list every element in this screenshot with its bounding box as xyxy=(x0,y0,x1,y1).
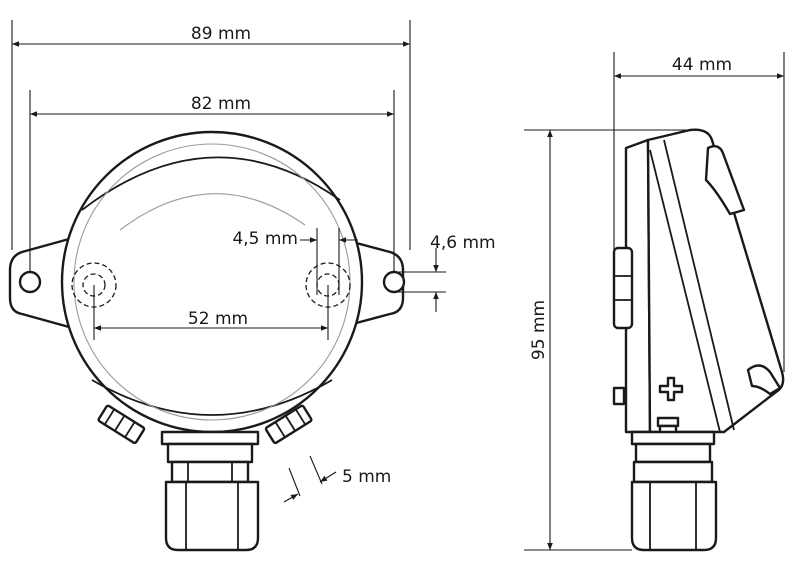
dimension-5mm-label: 5 mm xyxy=(342,467,391,487)
dimension-4-5mm: 4,5 mm xyxy=(232,228,358,295)
dimension-44mm-label: 44 mm xyxy=(672,55,732,75)
dimension-4-6mm: 4,6 mm xyxy=(394,233,496,312)
hose-nozzle-left xyxy=(97,404,146,445)
dimension-95mm-label: 95 mm xyxy=(529,300,549,360)
cable-gland-front xyxy=(160,430,260,552)
back-clip xyxy=(612,246,634,330)
mounting-slot-right xyxy=(382,270,406,294)
cable-gland-side xyxy=(630,430,718,552)
housing-cover-side xyxy=(646,128,785,434)
dimension-82mm: 82 mm xyxy=(29,90,395,272)
dimension-44mm: 44 mm xyxy=(613,52,785,372)
dimension-52mm: 52 mm xyxy=(93,285,329,340)
dimension-89mm: 89 mm xyxy=(11,20,411,250)
dimension-4-6mm-label: 4,6 mm xyxy=(430,233,496,253)
dimension-52mm-label: 52 mm xyxy=(188,309,248,329)
mounting-slot-left xyxy=(18,270,42,294)
plus-symbol xyxy=(658,376,684,402)
dimension-5mm: 5 mm xyxy=(283,455,391,503)
dimension-89mm-label: 89 mm xyxy=(191,24,251,44)
side-view: 44 mm 95 mm xyxy=(524,52,785,552)
dimension-4-5mm-label: 4,5 mm xyxy=(232,229,298,249)
front-view: 89 mm 82 mm 52 mm 4,5 mm xyxy=(8,20,496,552)
hose-nozzle-right xyxy=(264,404,313,445)
dimension-82mm-label: 82 mm xyxy=(191,94,251,114)
dimension-95mm: 95 mm xyxy=(524,129,696,551)
back-plate xyxy=(612,138,652,434)
